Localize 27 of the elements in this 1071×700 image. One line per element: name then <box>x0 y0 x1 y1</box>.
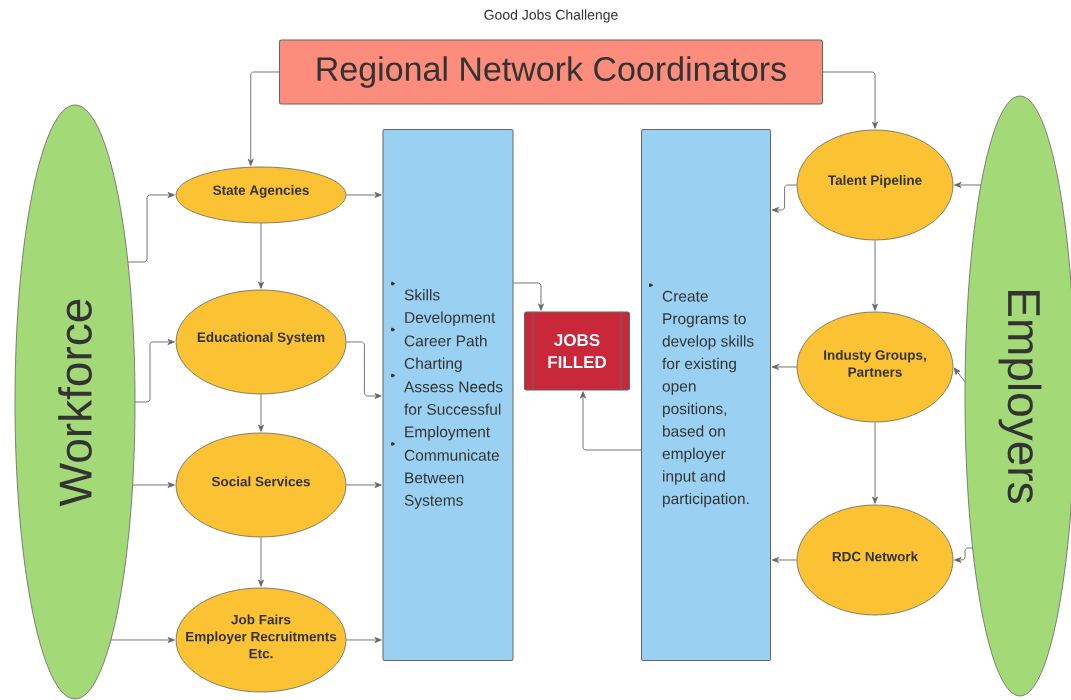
arrow <box>345 341 382 399</box>
arrow <box>132 482 175 488</box>
arrow <box>822 71 878 129</box>
title-box: Regional Network Coordinators <box>279 39 823 105</box>
arrow <box>771 364 798 370</box>
arrow <box>580 391 642 451</box>
arrow <box>127 192 175 263</box>
arrow <box>771 557 798 563</box>
activity-box: Skills Development Career Path Charting Assess Needs for Successful Employment Communicate Between Systems <box>382 129 514 661</box>
arrow <box>345 637 382 643</box>
arrow <box>247 71 280 166</box>
arrow <box>258 536 264 587</box>
arrow <box>345 482 382 488</box>
arrow <box>954 547 974 563</box>
arrow <box>258 393 264 432</box>
arrow <box>134 339 175 403</box>
arrow <box>953 367 966 383</box>
activity-box: Create Programs to develop skills for existing open positions, based on employer input and participation. <box>641 129 771 661</box>
arrow <box>872 239 878 311</box>
arrow <box>513 282 544 311</box>
result-box: JOBS FILLED <box>524 311 630 391</box>
arrow <box>872 421 878 504</box>
diagram-title: Good Jobs Challenge <box>484 9 618 23</box>
arrow <box>345 192 382 198</box>
arrow <box>954 182 982 188</box>
arrow <box>110 637 175 643</box>
arrow <box>258 222 264 289</box>
